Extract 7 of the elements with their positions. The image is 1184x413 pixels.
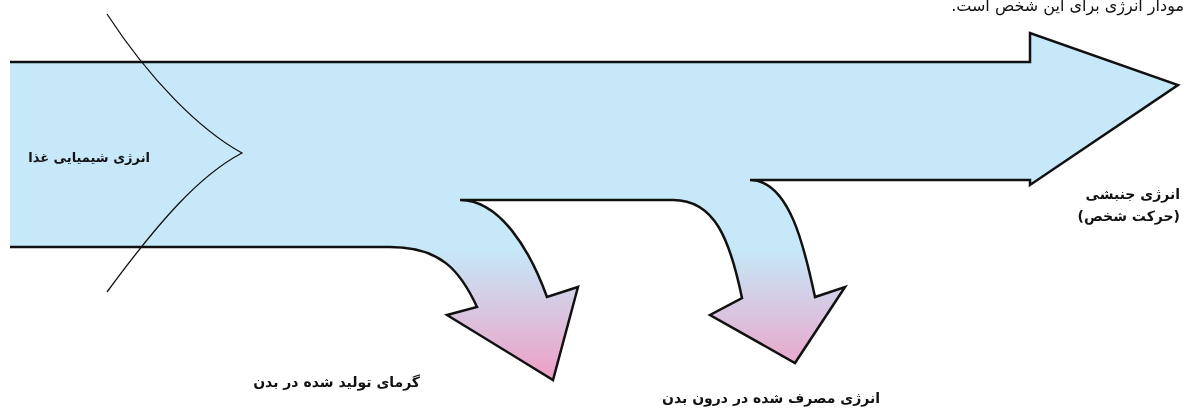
flow-arrow [150, 200, 578, 380]
flow-arrow [150, 180, 845, 363]
node-label: انرژی جنبشی (حرکت شخص) [1076, 185, 1180, 227]
node-label: گرمای تولید شده در بدن [252, 373, 420, 393]
flow-arrow [150, 33, 1178, 185]
node-label: انرژی مصرف شده در درون بدن [661, 389, 880, 409]
node-label: انرژی شیمیایی غذا [27, 149, 150, 167]
